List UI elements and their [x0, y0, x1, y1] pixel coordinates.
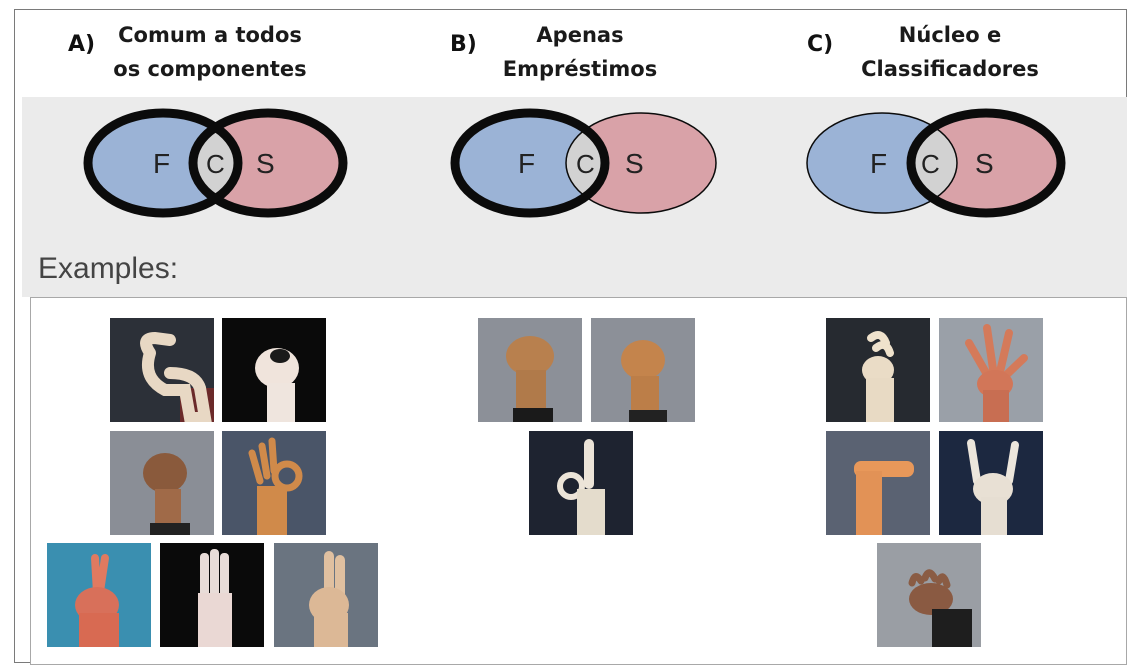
panel-c-letter: C) — [807, 32, 833, 57]
hand-photo-flat-thumb-in — [160, 543, 264, 647]
venn-a-f-label: F — [153, 148, 170, 179]
hand-photo-index-up-ok — [529, 431, 633, 535]
venn-c-f-label: F — [870, 148, 887, 179]
hand-photo-crossed-fingers — [47, 543, 151, 647]
venn-c-s-label: S — [975, 148, 994, 179]
hand-photo-horns — [939, 431, 1043, 535]
venn-diagram-c: F C S — [800, 103, 1080, 223]
venn-b-c-label: C — [576, 149, 595, 179]
panel-c-title: Núcleo e Classificadores — [845, 18, 1055, 86]
hand-photo-fist — [110, 431, 214, 535]
panel-a-letter: A) — [68, 32, 95, 57]
panel-b-title: Apenas Empréstimos — [490, 18, 670, 86]
panel-c-header: C) Núcleo e Classificadores — [800, 18, 1120, 88]
hand-photo-c-shape — [110, 318, 214, 422]
hand-photo-spread-fingers — [939, 318, 1043, 422]
hand-photo-ok — [222, 431, 326, 535]
venn-c-c-label: C — [921, 149, 940, 179]
hand-photo-fist-thumb-side — [591, 318, 695, 422]
panel-b-letter: B) — [450, 32, 477, 57]
panel-b-header: B) Apenas Empréstimos — [445, 18, 765, 88]
panel-a-title: Comum a todos os componentes — [110, 18, 310, 86]
venn-b-f-label: F — [518, 148, 535, 179]
venn-a-s-label: S — [256, 148, 275, 179]
hand-photo-two-fingers — [274, 543, 378, 647]
venn-b-s-label: S — [625, 148, 644, 179]
hand-photo-bent-fingers — [826, 318, 930, 422]
venn-diagram-a: F C S — [78, 103, 358, 223]
hand-photo-claw — [877, 543, 981, 647]
hand-photo-flat-horizontal — [826, 431, 930, 535]
hand-photo-fist-thumb-front — [478, 318, 582, 422]
panel-a-header: A) Comum a todos os componentes — [60, 18, 380, 88]
venn-diagram-b: F C S — [445, 103, 725, 223]
venn-a-c-label: C — [206, 149, 225, 179]
hand-photo-pinch — [222, 318, 326, 422]
examples-heading: Examples: — [38, 252, 178, 286]
